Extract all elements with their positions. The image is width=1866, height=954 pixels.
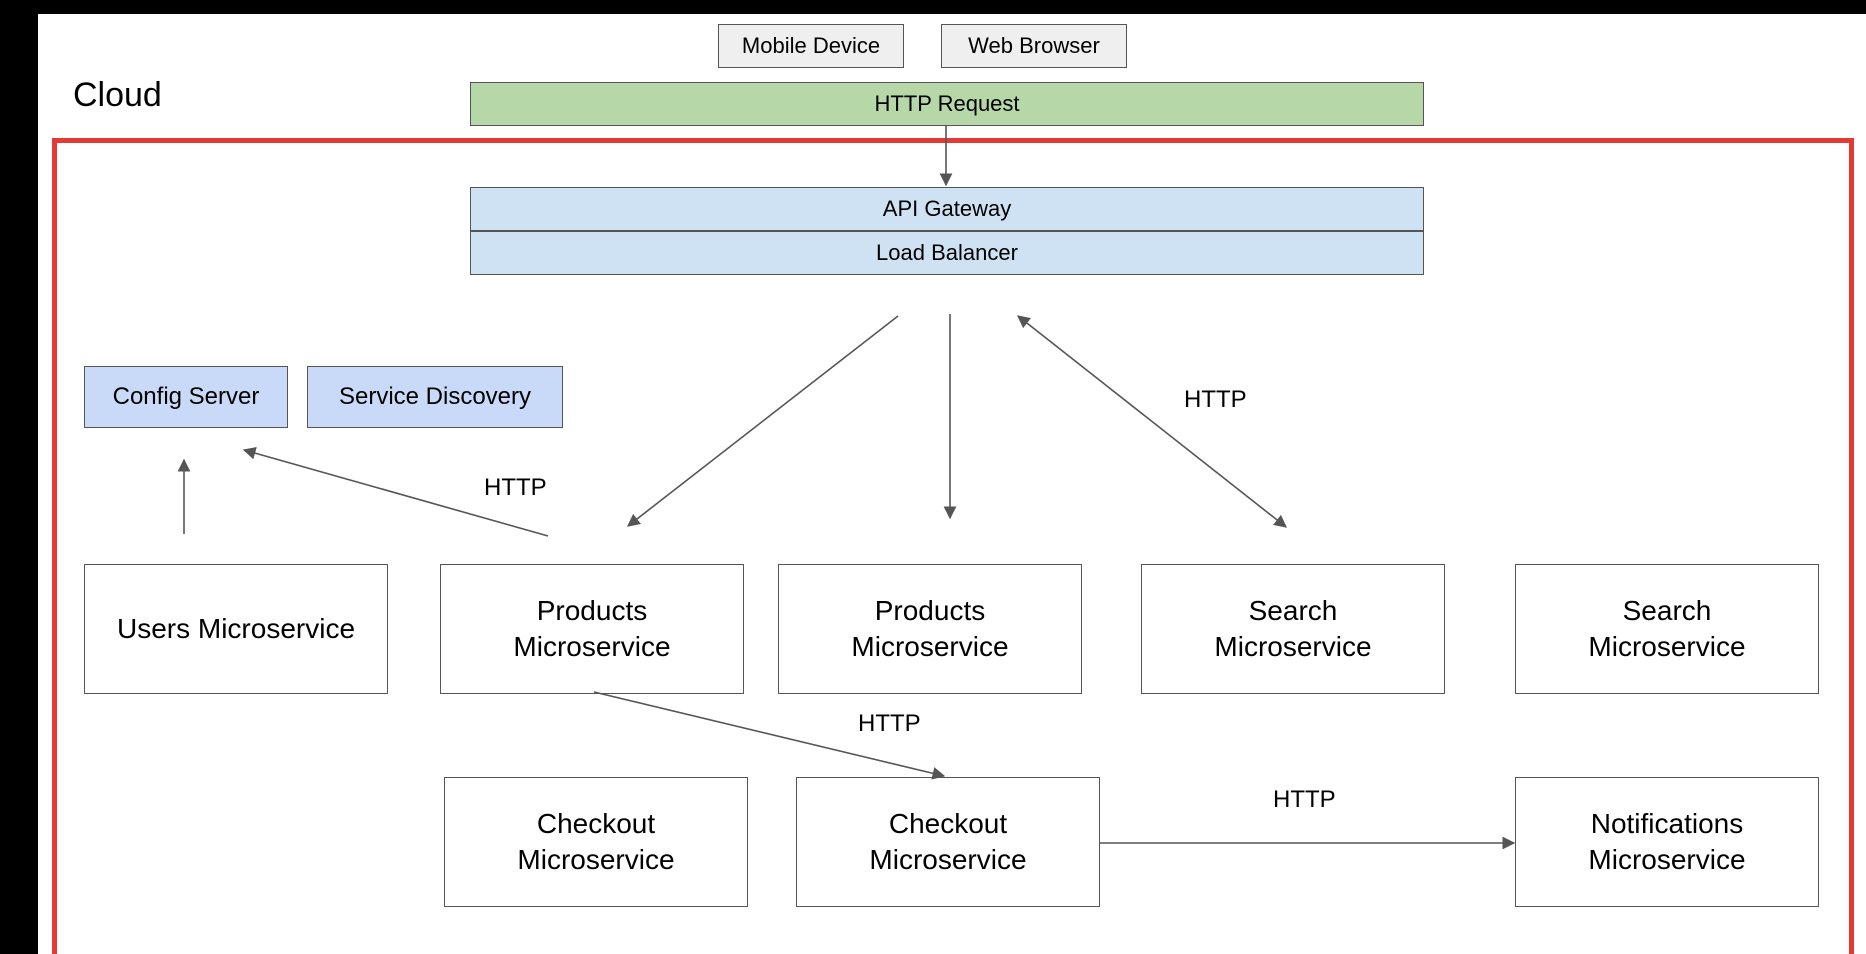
search-microservice-node-1: Search Microservice [1141,564,1445,694]
http-request-bar: HTTP Request [470,82,1424,126]
edge-products-to-checkout [593,691,946,780]
edge-label-notify-http: HTTP [1273,786,1336,813]
edge-label-search-http: HTTP [1184,386,1247,413]
edge-products-to-config [242,446,549,537]
service-discovery-node: Service Discovery [307,366,563,428]
web-browser-node: Web Browser [941,24,1127,68]
edge-lb-to-products [626,315,899,527]
checkout-microservice-node-2: Checkout Microservice [796,777,1100,907]
edges-layer [177,126,1516,850]
api-gateway-node: API Gateway [470,187,1424,231]
search-microservice-node-2: Search Microservice [1515,564,1819,694]
diagram-canvas: Cloud Mobile Device Web Browser HTTP Req… [38,14,1866,954]
products-microservice-node-2: Products Microservice [778,564,1082,694]
edge-lb-search [1016,315,1288,528]
users-microservice-node: Users Microservice [84,564,388,694]
mobile-device-node: Mobile Device [718,24,904,68]
config-server-node: Config Server [84,366,288,428]
cloud-boundary [52,138,1854,954]
load-balancer-node: Load Balancer [470,231,1424,275]
checkout-microservice-node-1: Checkout Microservice [444,777,748,907]
edge-label-config-http: HTTP [484,474,547,501]
notifications-microservice-node: Notifications Microservice [1515,777,1819,907]
products-microservice-node-1: Products Microservice [440,564,744,694]
cloud-label: Cloud [73,76,162,114]
edge-label-checkout-http: HTTP [858,710,921,737]
